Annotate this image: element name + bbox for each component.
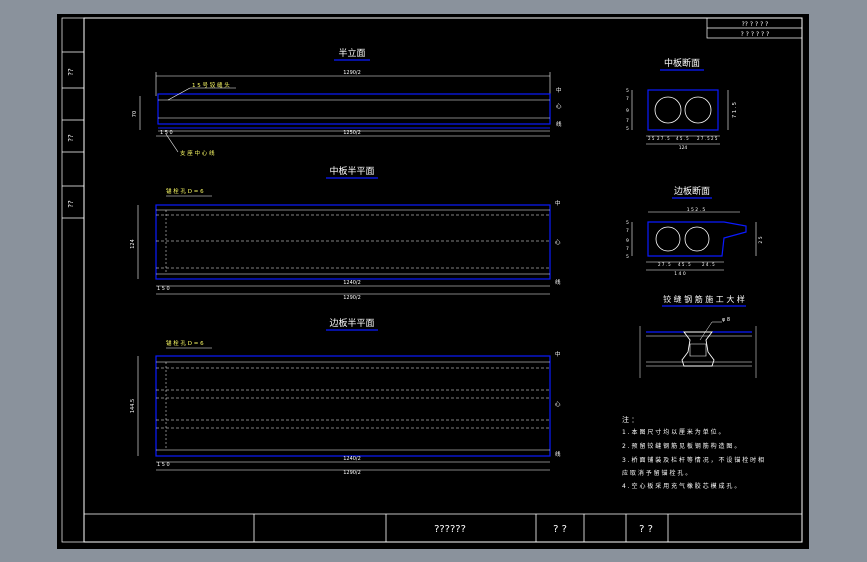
title-block — [84, 513, 802, 542]
side-cell-1: ?? — [67, 68, 75, 76]
mid-section-dim-total: 124 — [679, 145, 688, 151]
hinge-detail-label: φ 8 — [722, 317, 730, 323]
mid-plan-title: 中板半平面 — [329, 165, 374, 177]
hinge-detail-view: 铰 缝 钢 筋 施 工 大 样 φ 8 — [639, 294, 757, 378]
mid-plan-center-3: 线 — [555, 278, 561, 286]
mid-section-title: 中板断面 — [664, 57, 700, 69]
edge-section-dim-right: 2 5 — [758, 236, 764, 243]
elev-center-3: 线 — [556, 120, 562, 128]
notes-line-3: 3 . 桥 面 铺 装 及 栏 杆 等 情 况 ， 不 设 锚 栓 时 相 — [622, 456, 764, 464]
mid-plan-dim-end: 1 5 0 — [157, 286, 170, 292]
title-cell-b: ? ? — [639, 524, 653, 535]
edge-plan-dim-inner: 1240/2 — [343, 456, 361, 462]
top-right-line1: ?? ? ? ? ? — [742, 21, 769, 28]
elev-dim-left: 70 — [132, 111, 138, 117]
elev-dim-top: 1290/2 — [343, 70, 361, 76]
edge-section-title: 边板断面 — [674, 185, 710, 197]
half-elevation-title: 半立面 — [338, 47, 365, 59]
edge-section-left-3: 7 — [626, 246, 629, 252]
mid-section-bot-4: 2 5 — [711, 136, 718, 141]
edge-section-left-4: 5 — [626, 254, 629, 260]
mid-plan-center-1: 中 — [555, 199, 561, 207]
mid-section-bot-3: 2 7 . 5 — [697, 136, 710, 141]
elev-center-1: 中 — [556, 86, 562, 94]
elev-dim-end: 1 5 0 — [160, 130, 173, 136]
mid-plan-center-2: 心 — [555, 239, 561, 246]
elev-dim-bottom: 1250/2 — [343, 130, 361, 136]
mid-section-bot-1: 2 7 . 5 — [657, 136, 670, 141]
edge-plan-center-3: 线 — [555, 450, 561, 458]
title-cell-a: ? ? — [553, 524, 567, 535]
elev-callout-support: 支 座 中 心 线 — [180, 149, 215, 157]
mid-section-left-3: 7 — [626, 118, 629, 124]
edge-section-left-2: 9 — [626, 238, 629, 244]
notes-line-1: 1 . 本 图 尺 寸 均 以 厘 米 为 单 位 。 — [622, 428, 725, 436]
side-cell-3: ?? — [67, 200, 75, 208]
elev-callout-hinge: 1 5 号 铰 缝 头 — [192, 81, 230, 89]
elev-center-2: 心 — [556, 103, 562, 110]
notes-line-5: 4 . 空 心 板 采 用 充 气 橡 胶 芯 模 成 孔 。 — [622, 482, 740, 490]
hinge-detail-title: 铰 缝 钢 筋 施 工 大 样 — [663, 294, 745, 304]
edge-section-bot-1: 4 5 . 5 — [678, 262, 691, 267]
mid-plan-dim-total: 1290/2 — [343, 295, 361, 301]
half-elevation-view: 半立面 1290/2 70 1250/2 1 5 0 1 5 号 铰 缝 头 支… — [132, 47, 562, 157]
mid-section-bot-0: 2 5 — [648, 136, 655, 141]
edge-plan-hole-note: 锚 栓 孔 D = 6 — [166, 339, 204, 347]
mid-section-left-2: 9 — [626, 108, 629, 114]
notes-line-4: 应 取 消 予 留 锚 栓 孔 。 — [622, 469, 691, 477]
edge-section-left-1: 7 — [626, 228, 629, 234]
edge-section-left-0: 5 — [626, 220, 629, 226]
mid-section-left-0: 5 — [626, 88, 629, 94]
edge-section-bot-0: 2 7 . 5 — [658, 262, 671, 267]
edge-plan-center-2: 心 — [555, 401, 561, 408]
mid-plan-dim-inner: 1240/2 — [343, 280, 361, 286]
mid-plan-hole-note: 锚 栓 孔 D = 6 — [166, 187, 204, 195]
mid-section-bot-2: 4 5 . 5 — [676, 136, 689, 141]
mid-section-dim-right: 7 1 . 5 — [732, 102, 738, 118]
top-right-box — [706, 17, 803, 39]
edge-section-view: 边板断面 1 5 2 . 5 5 7 9 7 5 2 5 2 7 . 5 4 5… — [626, 185, 764, 277]
notes-block: 注 ： 1 . 本 图 尺 寸 均 以 厘 米 为 单 位 。 2 . 预 留 … — [622, 415, 764, 490]
edge-plan-center-1: 中 — [555, 350, 561, 358]
mid-section-view: 中板断面 7 1 . 5 5 7 9 7 5 2 5 2 7 . 5 4 5 .… — [626, 57, 738, 151]
edge-plan-dim-end: 1 5 0 — [157, 462, 170, 468]
edge-plan-dim-width: 144.5 — [130, 399, 136, 413]
edge-section-bot-2: 2 4 . 5 — [702, 262, 715, 267]
edge-plan-dim-total: 1290/2 — [343, 470, 361, 476]
edge-section-dim-total: 1 4 0 — [674, 271, 686, 277]
side-table — [62, 51, 84, 219]
drawing-title: ?????? — [434, 524, 466, 535]
mid-section-left-1: 7 — [626, 96, 629, 102]
top-right-line2: ? ? ? ? ? ? — [741, 31, 770, 38]
edge-plan-title: 边板半平面 — [329, 317, 374, 329]
outer-frame — [61, 17, 803, 543]
mid-plan-view: 中板半平面 锚 栓 孔 D = 6 124 1240/2 1 5 0 1290/… — [130, 165, 561, 301]
edge-section-dim-top: 1 5 2 . 5 — [687, 207, 706, 213]
notes-line-2: 2 . 预 留 铰 缝 钢 筋 见 板 钢 筋 构 造 图 。 — [622, 442, 740, 450]
edge-plan-view: 边板半平面 锚 栓 孔 D = 6 144.5 1240/2 1 5 0 129… — [130, 317, 561, 476]
mid-plan-dim-width: 124 — [130, 239, 136, 249]
drawing-sheet — [57, 14, 809, 549]
notes-heading: 注 ： — [622, 415, 638, 424]
side-cell-2: ?? — [67, 134, 75, 142]
mid-section-left-4: 5 — [626, 126, 629, 132]
